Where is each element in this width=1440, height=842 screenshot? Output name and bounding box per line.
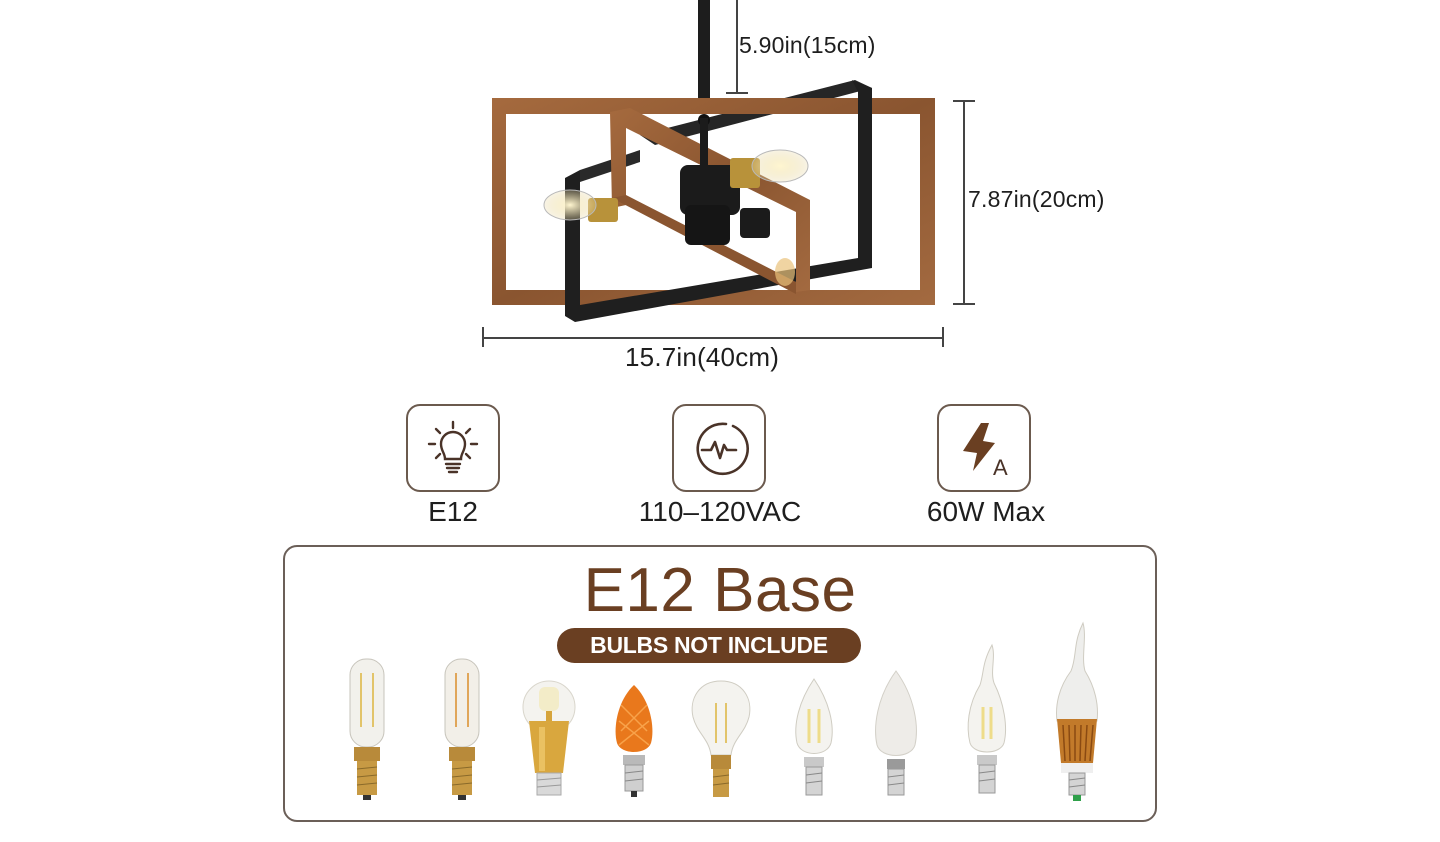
base-title: E12 Base	[583, 556, 857, 625]
width-line	[482, 337, 944, 339]
spec-voltage-label: 110–120VAC	[638, 496, 802, 527]
spec-socket	[406, 404, 500, 492]
chandelier-illustration	[492, 0, 935, 322]
bulb-faceted-orange	[615, 685, 653, 797]
bulb-led-globe-gold	[522, 680, 576, 796]
rod-height-label: 5.90in(15cm)	[739, 32, 876, 58]
spec-socket-label: E12	[428, 496, 478, 527]
spec-wattage-label: 60W Max	[926, 496, 1046, 527]
width-tick-right	[942, 327, 944, 347]
height-tick-top	[953, 100, 975, 102]
lightning-amp-icon: A	[963, 423, 1008, 479]
height-tick-bottom	[953, 303, 975, 305]
bulb-flame-tip-filament	[967, 643, 1007, 794]
rod-height-tick	[726, 92, 748, 94]
rod-height-line	[736, 0, 738, 93]
height-line	[963, 101, 965, 304]
bulb-candle-frosted	[875, 670, 917, 796]
width-label: 15.7in(40cm)	[625, 342, 780, 372]
lightbulb-icon	[427, 420, 479, 474]
spec-voltage	[672, 404, 766, 492]
height-label: 7.87in(20cm)	[968, 186, 1105, 212]
svg-text:A: A	[993, 455, 1008, 479]
product-image	[480, 0, 960, 330]
waveform-icon	[696, 422, 749, 476]
bulb-tubular-clear	[349, 658, 385, 800]
bulb-flame-tip-led-gold	[1056, 621, 1098, 801]
bulb-compatibility-panel: E12 Base BULBS NOT INCLUDE	[283, 545, 1157, 822]
width-tick-left	[482, 327, 484, 347]
spec-wattage: A	[937, 404, 1031, 492]
bulb-tubular-amber	[444, 658, 480, 800]
bulbs-not-included-badge: BULBS NOT INCLUDE	[557, 628, 861, 663]
bulb-candle-filament	[795, 678, 833, 796]
bulb-a15-filament	[691, 680, 751, 797]
